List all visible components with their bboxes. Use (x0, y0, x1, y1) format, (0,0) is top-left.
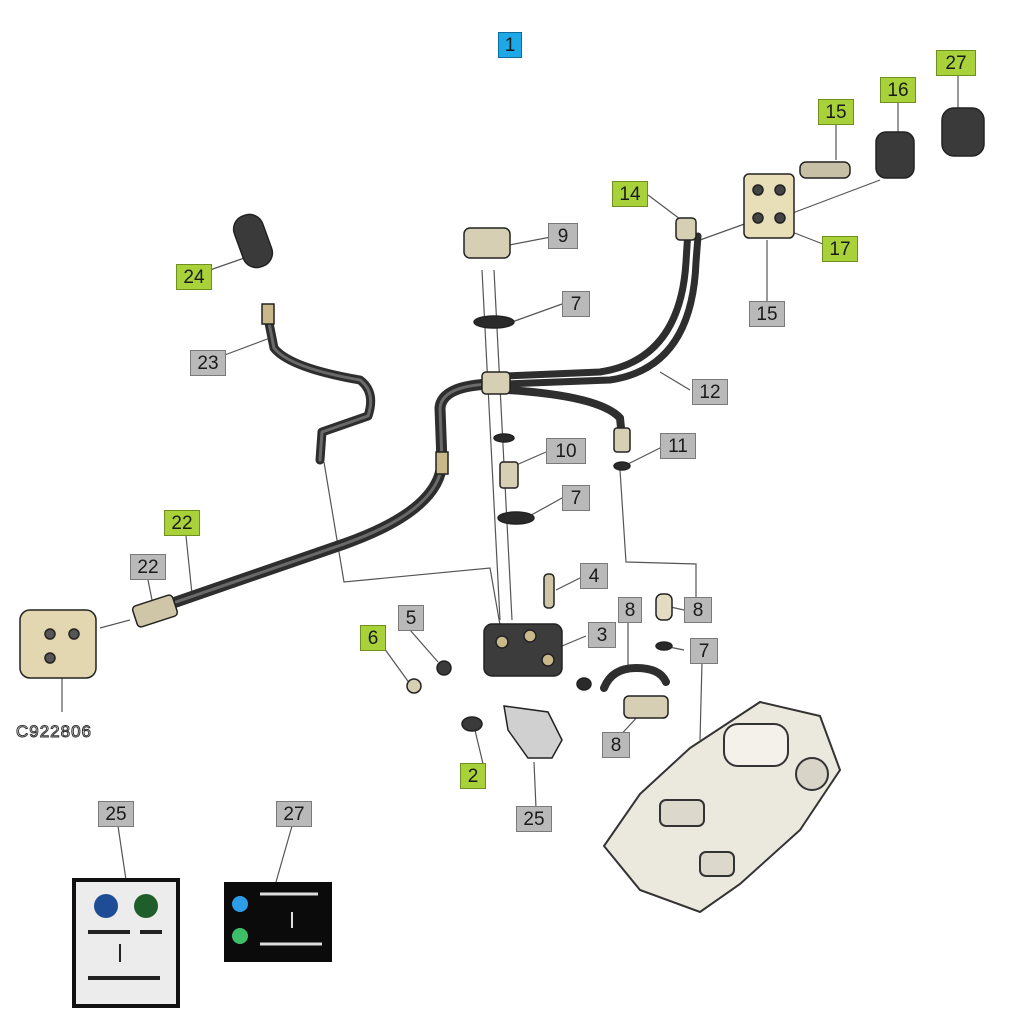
oring-2 (461, 716, 483, 732)
callout-10[interactable]: 10 (546, 438, 586, 464)
plate-17 (743, 173, 795, 239)
fitting-16 (875, 131, 915, 179)
fitting-hose22-mid (435, 451, 449, 475)
callout-27-top[interactable]: 27 (936, 50, 976, 76)
callout-7-a[interactable]: 7 (562, 291, 590, 317)
callout-15-top[interactable]: 15 (818, 99, 854, 125)
fitting-15 (799, 161, 851, 179)
callout-7-b[interactable]: 7 (562, 485, 590, 511)
oring-11 (613, 461, 631, 471)
figure-id-label: C922806 (15, 722, 93, 742)
fittings (19, 107, 985, 759)
hose-23-core (266, 316, 373, 462)
valve-3 (483, 623, 563, 677)
oring-7-b (497, 511, 535, 525)
pump-block (19, 609, 97, 679)
oring-7-mid (493, 433, 515, 443)
callout-25-right[interactable]: 25 (516, 806, 552, 832)
grip-24 (232, 213, 274, 269)
fitting-11 (613, 427, 631, 453)
oring-7-c (655, 641, 673, 651)
callout-3[interactable]: 3 (588, 622, 616, 648)
callout-7-c[interactable]: 7 (690, 638, 718, 664)
fitting-9 (463, 227, 511, 259)
callout-4[interactable]: 4 (580, 563, 608, 589)
callout-22-green[interactable]: 22 (164, 510, 200, 536)
plate-25 (503, 705, 563, 759)
callout-16[interactable]: 16 (880, 77, 916, 103)
fitting-8-top (655, 593, 673, 621)
callout-9[interactable]: 9 (548, 223, 578, 249)
callout-1[interactable]: 1 (498, 32, 522, 58)
fitting-6 (406, 678, 422, 694)
callout-24[interactable]: 24 (176, 264, 212, 290)
callout-25-left[interactable]: 25 (98, 801, 134, 827)
callout-22-gray[interactable]: 22 (130, 554, 166, 580)
callout-23[interactable]: 23 (190, 350, 226, 376)
hose-12-b (502, 232, 702, 388)
hose-12-c (504, 386, 626, 442)
hose-8 (600, 664, 670, 692)
callout-27-bottom[interactable]: 27 (276, 801, 312, 827)
nut-5 (436, 660, 452, 676)
callout-8-a[interactable]: 8 (618, 597, 642, 623)
callout-5[interactable]: 5 (398, 605, 424, 631)
transmission-housing (602, 700, 842, 914)
kit-box-25 (72, 878, 180, 1008)
callout-8-b[interactable]: 8 (684, 597, 712, 623)
callout-12[interactable]: 12 (692, 379, 728, 405)
callout-14[interactable]: 14 (612, 181, 648, 207)
kit-box-27 (224, 882, 332, 962)
callout-15-lower[interactable]: 15 (749, 301, 785, 327)
callout-8-c[interactable]: 8 (602, 732, 630, 758)
callout-6[interactable]: 6 (360, 625, 386, 651)
fitting-8-lower (623, 695, 669, 719)
fitting-23 (261, 303, 275, 325)
bent-tube-4 (543, 573, 555, 609)
hose-12-a (500, 226, 692, 380)
callout-11[interactable]: 11 (660, 433, 696, 459)
fitting-10 (499, 461, 519, 489)
fitting-14 (675, 217, 697, 241)
fitting-12-manifold (481, 371, 511, 395)
callout-2[interactable]: 2 (460, 763, 486, 789)
hose-23 (263, 313, 376, 465)
fitting-27 (941, 107, 985, 157)
callout-17[interactable]: 17 (822, 236, 858, 262)
fitting-22 (131, 594, 179, 628)
oring-7-a (473, 315, 515, 329)
hose-22 (170, 378, 496, 608)
